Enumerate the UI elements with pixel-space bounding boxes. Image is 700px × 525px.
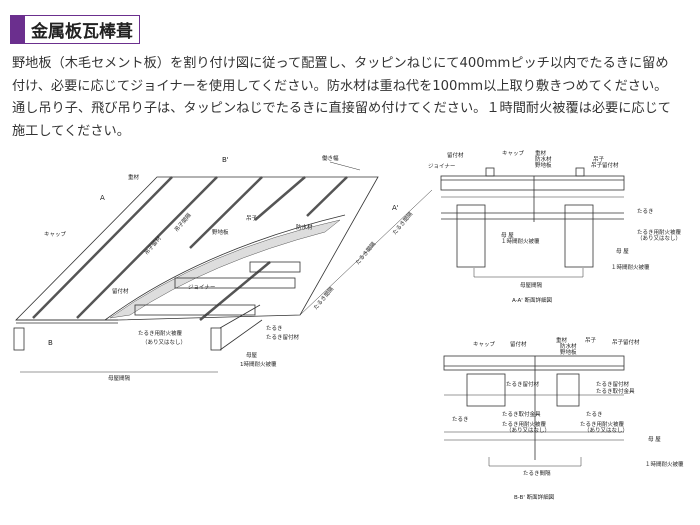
label: 母 屋 [648, 436, 661, 443]
label-tsuriko: 吊子 [246, 215, 258, 222]
label: 野地板 [560, 348, 577, 356]
label-mune: 重材 [128, 173, 140, 181]
caption-a: A-A' 断面詳細図 [512, 296, 553, 304]
label: たるき [452, 416, 469, 423]
label-joiner: ジョイナー [188, 284, 215, 291]
label: たるき [637, 208, 654, 215]
label: １時間耐火被覆 [645, 460, 684, 468]
label: １時間耐火被覆 [501, 237, 540, 245]
label: 重材 [535, 149, 547, 157]
label-a: A [100, 194, 105, 202]
label: 野地板 [535, 161, 552, 169]
description-line: 付け、必要に応じてジョイナーを使用してください。防水材は重ね代を100mm以上取… [12, 78, 668, 94]
label: 母屋間隔 [520, 281, 543, 289]
label-tsuriko-tome: 吊子留材 [142, 234, 163, 256]
label-cap: キャップ [44, 231, 67, 238]
label: 吊子留付材 [612, 338, 640, 346]
section-b-drawing: キャップ 留付材 重材 防水材 野地板 吊子 吊子留付材 たるき留付材 たるき留… [443, 336, 684, 501]
label-moya-kankaku: 母屋間隔 [108, 374, 131, 382]
description-line: 野地板（木毛セメント板）を割り付け図に従って配置し、タッピンねじにて400mmピ… [12, 56, 669, 71]
label: 留付材 [510, 340, 527, 348]
label-taruki-taika: たるき用耐火被覆 [138, 329, 183, 337]
label-taruki-kankaku: たるき間隔 [353, 240, 377, 267]
label: 母 屋 [616, 248, 629, 255]
caption-b: B-B' 断面詳細図 [514, 493, 555, 501]
label-hataraki: 働き幅 [322, 154, 339, 162]
label: 重材 [556, 336, 568, 344]
label: １時間耐火被覆 [611, 263, 650, 271]
label: たるき用耐火被覆 [502, 420, 547, 428]
label: 防水材 [560, 342, 577, 350]
label: キャップ [473, 341, 496, 348]
label-moya: 母屋 [246, 352, 258, 359]
label: たるき用耐火被覆 [637, 228, 682, 236]
label-b: B [48, 339, 53, 347]
label-bousui: 防水材 [296, 223, 313, 231]
label-noji: 野地板 [212, 228, 229, 236]
label: たるき [586, 411, 603, 418]
label: 母 屋 [501, 232, 514, 239]
description-line: 施工してください。 [12, 123, 130, 139]
label: たるき取付金具 [596, 387, 635, 395]
label-tsuriko-kankaku: 吊子間隔 [172, 211, 193, 233]
label-tometsuke: 留付材 [112, 287, 129, 295]
isometric-drawing: B' 働き幅 重材 A キャップ 吊子留材 吊子間隔 吊子 防水材 野地板 留付… [13, 154, 433, 382]
section-title: 金属板瓦棒葺 [10, 15, 140, 44]
label: 留付材 [447, 151, 464, 159]
label: 吊子留付材 [591, 161, 619, 169]
label-taika1h: 1時間耐火被覆 [240, 360, 277, 368]
label: （あり又はなし） [506, 427, 550, 434]
label-b-prime: B' [222, 156, 229, 164]
section-a-drawing: 留付材 キャップ 重材 防水材 野地板 ジョイナー 吊子 吊子留付材 たるき た… [428, 149, 682, 304]
title-text: 金属板瓦棒葺 [31, 22, 133, 42]
label-arimata: （あり又はなし） [142, 339, 186, 346]
label: たるき留付材 [596, 380, 630, 388]
label: （あり又はなし） [637, 235, 681, 242]
label: キャップ [502, 150, 525, 157]
description-line: 通し吊り子、飛び吊り子は、タッピンねじでたるきに直接留め付けてください。１時間耐… [12, 101, 671, 116]
label: （あり又はなし） [584, 427, 628, 434]
roof-plane [15, 176, 379, 321]
label: たるき取付金具 [502, 410, 541, 418]
label: たるき用耐火被覆 [580, 420, 625, 428]
description: 野地板（木毛セメント板）を割り付け図に従って配置し、タッピンねじにて400mmピ… [12, 53, 692, 143]
label-taruki-tome: たるき留付材 [266, 333, 300, 341]
label: たるき留付材 [506, 380, 540, 388]
label: ジョイナー [428, 163, 455, 170]
label-taruki-kankaku: たるき間隔 [390, 210, 414, 237]
label-a-prime: A' [392, 204, 399, 212]
label-taruki: たるき [266, 325, 283, 332]
title-accent-bar [11, 16, 25, 43]
label: 吊子 [593, 156, 605, 163]
label: たるき間隔 [523, 469, 551, 477]
label: 防水材 [535, 155, 552, 163]
label: 吊子 [585, 337, 597, 344]
